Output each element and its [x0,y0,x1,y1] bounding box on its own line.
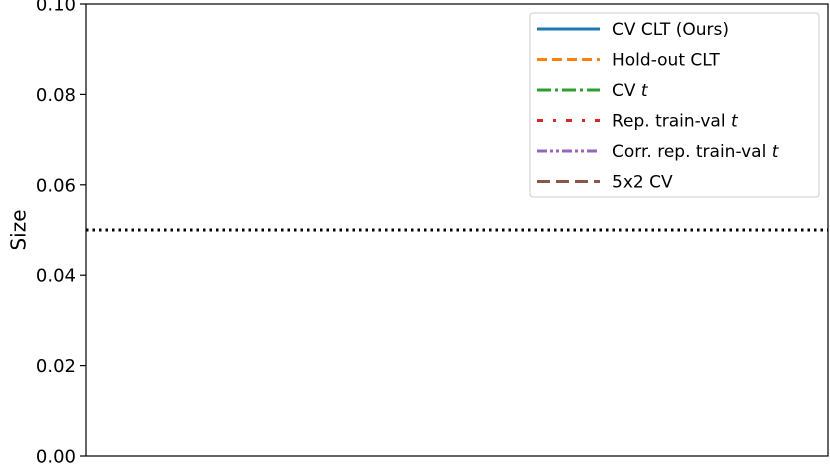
y-axis: 0.00 0.02 0.04 0.06 0.08 0.10 [36,0,86,464]
legend-label: Hold-out CLT [612,51,720,71]
legend-label-text: CV [612,81,641,101]
y-tick-label: 0.00 [36,447,76,464]
legend-label: CV t [612,81,649,101]
y-tick-label: 0.10 [36,0,76,16]
legend-label: Corr. rep. train-val t [612,142,780,162]
legend-label-text: CV CLT (Ours) [612,20,729,40]
legend-label-italic: t [641,81,649,101]
y-tick-label: 0.06 [36,175,76,196]
legend-label-text: 5x2 CV [612,173,673,193]
plot-frame [85,3,829,457]
legend-label: Rep. train-val t [612,112,739,132]
legend-label-italic: t [772,142,780,162]
legend-label: CV CLT (Ours) [612,20,729,40]
legend-label-italic: t [731,112,739,132]
y-tick-label: 0.04 [36,266,76,287]
y-axis-title: Size [7,209,31,250]
legend-label: 5x2 CV [612,173,673,193]
legend-label-text: Hold-out CLT [612,51,720,71]
legend-label-text: Rep. train-val [612,112,731,132]
y-tick-label: 0.02 [36,356,76,377]
y-tick-label: 0.08 [36,85,76,106]
legend-label-text: Corr. rep. train-val [612,142,772,162]
legend-box [529,12,820,198]
